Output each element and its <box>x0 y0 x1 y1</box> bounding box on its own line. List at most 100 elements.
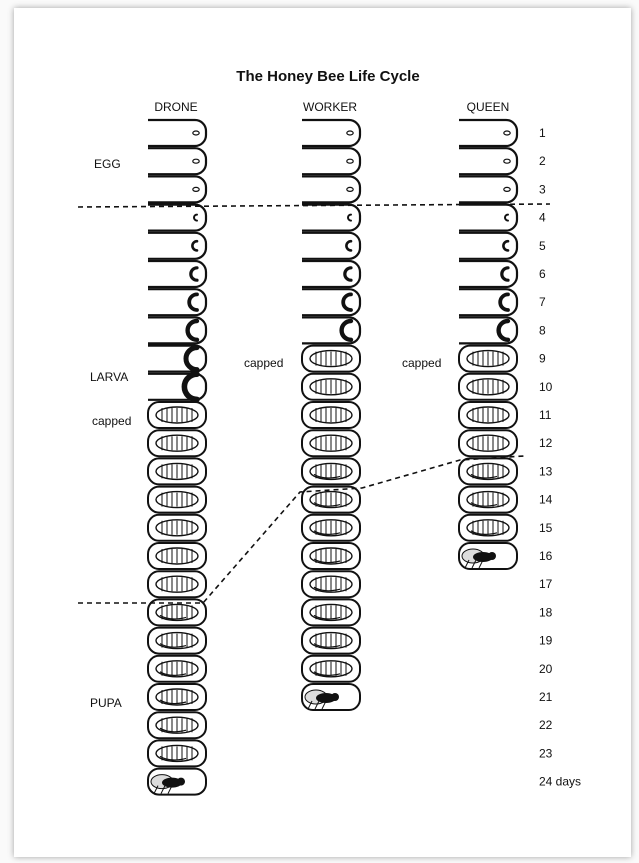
pupa-icon <box>309 603 353 622</box>
pupa-icon <box>155 406 199 424</box>
cell-worker-day-4 <box>302 203 362 232</box>
cell-worker-day-16 <box>301 542 361 570</box>
larva-icon <box>343 266 353 282</box>
egg-icon <box>346 158 354 164</box>
day-number-3: 3 <box>539 182 546 196</box>
capped-label-queen: capped <box>402 356 441 370</box>
pupa-icon <box>155 688 199 706</box>
cell-queen-day-12 <box>458 429 518 458</box>
pupa-icon <box>309 349 353 368</box>
pupa-icon <box>155 631 199 650</box>
larva-icon <box>193 213 198 222</box>
pupa-icon <box>155 716 199 734</box>
pupa-icon <box>155 434 199 452</box>
larva-icon <box>500 266 510 282</box>
cell-drone-day-1 <box>148 118 208 148</box>
cell-drone-day-5 <box>148 231 208 260</box>
day-number-7: 7 <box>539 295 546 309</box>
cell-column-queen <box>458 118 519 570</box>
pupa-icon <box>466 434 510 452</box>
cell-queen-day-8 <box>459 316 519 345</box>
cell-queen-day-2 <box>459 147 519 176</box>
egg-icon <box>192 158 200 164</box>
cell-queen-day-4 <box>459 203 519 232</box>
cell-drone-day-9 <box>148 344 208 373</box>
stage-label-pupa: PUPA <box>90 696 122 710</box>
cell-worker-day-8 <box>302 316 362 345</box>
day-number-19: 19 <box>539 634 553 648</box>
day-number-17: 17 <box>539 577 553 591</box>
cell-drone-day-13 <box>147 457 207 486</box>
cell-queen-day-3 <box>459 175 519 204</box>
cell-queen-day-10 <box>458 372 518 401</box>
larva-icon <box>339 318 354 342</box>
cells-layer <box>147 118 519 796</box>
bee-icon <box>150 774 185 794</box>
cell-worker-day-12 <box>301 429 361 458</box>
cell-drone-day-23 <box>147 739 207 768</box>
cell-drone-day-3 <box>148 175 208 204</box>
cell-worker-day-11 <box>301 401 361 429</box>
larva-icon <box>191 239 199 252</box>
larva-icon <box>345 239 353 252</box>
cell-worker-day-1 <box>302 118 362 148</box>
stage-label-larva: LARVA <box>90 370 128 384</box>
egg-icon <box>503 158 511 164</box>
cell-worker-day-21 <box>301 683 361 711</box>
cell-drone-day-21 <box>147 683 207 711</box>
pupa-icon <box>466 378 510 396</box>
day-number-20: 20 <box>539 662 553 676</box>
pupa-icon <box>309 631 353 650</box>
larva-icon <box>185 318 200 342</box>
diagram-title: The Honey Bee Life Cycle <box>236 68 419 85</box>
column-label-worker: WORKER <box>303 100 357 114</box>
pupa-icon <box>466 462 510 481</box>
egg-icon <box>503 130 511 136</box>
pupa-icon <box>155 744 199 763</box>
larva-icon <box>341 292 353 312</box>
pupa-icon <box>155 575 199 593</box>
cell-queen-day-11 <box>458 401 518 429</box>
cell-queen-day-14 <box>458 485 518 514</box>
cell-drone-day-22 <box>147 711 207 740</box>
cell-column-drone <box>147 118 208 796</box>
day-number-8: 8 <box>539 323 546 337</box>
cell-worker-day-10 <box>301 372 361 401</box>
cell-column-worker <box>301 118 362 711</box>
cell-drone-day-24 <box>147 767 207 796</box>
cell-worker-day-6 <box>302 259 362 289</box>
day-number-13: 13 <box>539 464 553 478</box>
day-number-14: 14 <box>539 493 553 507</box>
day-number-5: 5 <box>539 239 546 253</box>
pupa-icon <box>466 349 510 368</box>
day-number-15: 15 <box>539 521 553 535</box>
pupa-icon <box>309 547 353 565</box>
cell-queen-day-9 <box>458 344 518 373</box>
cell-queen-day-7 <box>459 288 519 317</box>
pupa-icon <box>309 660 353 678</box>
larva-icon <box>504 213 509 222</box>
cell-worker-day-19 <box>301 626 361 655</box>
day-number-23: 23 <box>539 746 553 760</box>
egg-icon <box>346 130 354 136</box>
cell-queen-day-13 <box>458 457 518 486</box>
cell-drone-day-10 <box>148 371 208 403</box>
cell-drone-day-6 <box>148 259 208 289</box>
cell-drone-day-11 <box>147 401 207 429</box>
cell-drone-day-15 <box>147 513 207 542</box>
cell-worker-day-5 <box>302 231 362 260</box>
pupa-icon <box>155 660 199 678</box>
pupa-icon <box>155 519 199 537</box>
cell-worker-day-20 <box>301 654 361 683</box>
pupa-icon <box>155 547 199 565</box>
cell-queen-day-1 <box>459 118 519 148</box>
day-number-2: 2 <box>539 154 546 168</box>
larva-icon <box>498 292 510 312</box>
cell-worker-day-15 <box>301 513 361 542</box>
cell-drone-day-2 <box>148 147 208 176</box>
egg-icon <box>346 186 354 192</box>
cell-queen-day-5 <box>459 231 519 260</box>
cell-drone-day-16 <box>147 542 207 570</box>
cell-drone-day-4 <box>148 203 208 232</box>
